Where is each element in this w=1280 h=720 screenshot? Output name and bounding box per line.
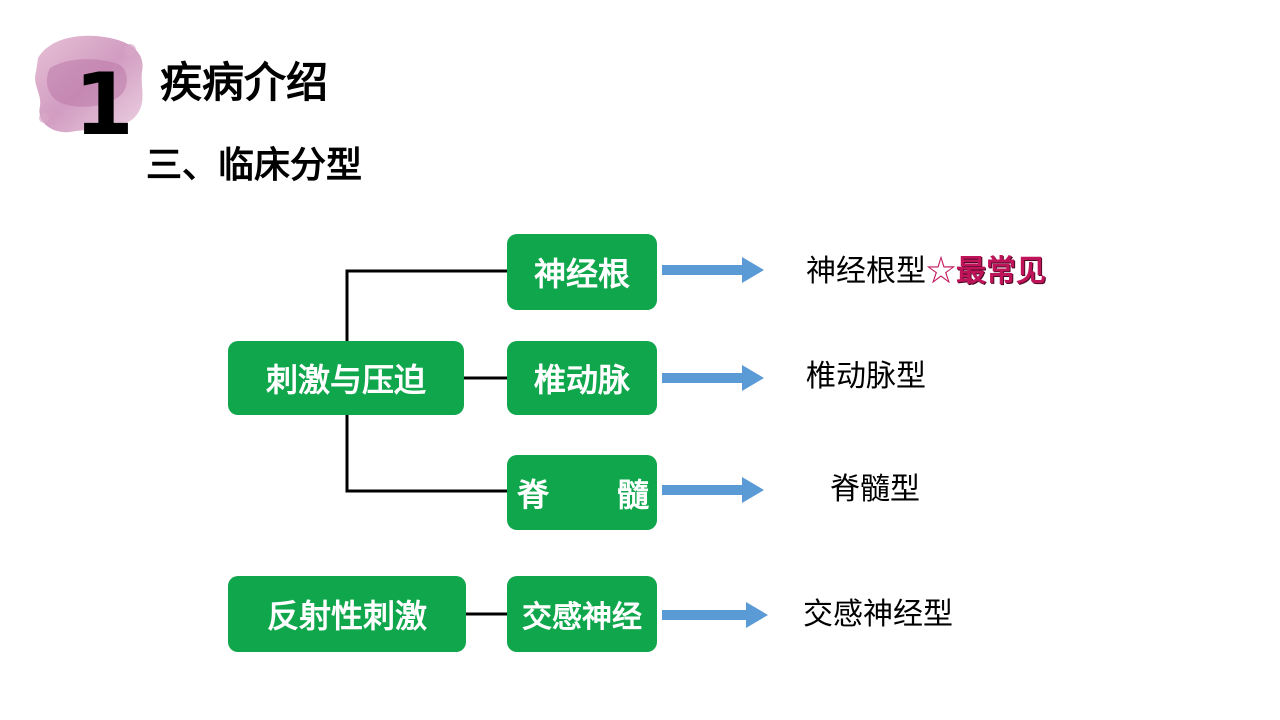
arrow-sympathetic: [662, 602, 768, 628]
structure-label-sympathetic: 交感神经: [522, 600, 642, 635]
structure-box-sympathetic[interactable]: 交感神经: [507, 576, 657, 652]
section-subtitle: 三、临床分型: [146, 145, 363, 186]
page-title: 疾病介绍: [160, 58, 329, 107]
arrow-vertebral-artery: [662, 365, 764, 391]
cause-box-reflex[interactable]: 反射性刺激: [228, 576, 466, 652]
branch-connector-top: [345, 269, 508, 345]
structure-label-spinal-cord-right: 髓: [616, 475, 649, 514]
structure-label-spinal-cord-left: 脊: [517, 475, 550, 514]
section-number-badge: 1: [30, 28, 150, 148]
section-number: 1: [74, 55, 134, 155]
arrow-spinal-cord: [662, 477, 764, 503]
type-label-spinal-cord: 脊髓型: [830, 472, 920, 507]
type-spinal-cord: 脊髓型: [830, 475, 920, 505]
cause-label-reflex: 反射性刺激: [266, 597, 427, 635]
cause-label-compression: 刺激与压迫: [265, 361, 426, 399]
structure-label-vertebral-artery: 椎动脉: [533, 361, 630, 399]
type-nerve-root: 神经根型☆最常见: [806, 257, 1046, 287]
structure-box-vertebral-artery[interactable]: 椎动脉: [507, 341, 657, 415]
branch-connector-bottom: [345, 414, 508, 493]
most-common-label: 最常见: [956, 254, 1046, 289]
type-label-nerve-root: 神经根型: [806, 254, 926, 289]
star-icon: ☆: [926, 254, 956, 289]
cause-box-compression[interactable]: 刺激与压迫: [228, 341, 464, 415]
watercolor-splash-icon: [35, 35, 143, 133]
type-label-vertebral-artery: 椎动脉型: [806, 359, 926, 394]
arrow-nerve-root: [662, 257, 764, 283]
structure-box-nerve-root[interactable]: 神经根: [507, 234, 657, 310]
type-vertebral-artery: 椎动脉型: [806, 362, 926, 392]
type-sympathetic: 交感神经型: [803, 600, 953, 630]
structure-label-nerve-root: 神经根: [533, 255, 630, 293]
type-label-sympathetic: 交感神经型: [803, 597, 953, 632]
structure-box-spinal-cord[interactable]: 脊 髓: [507, 455, 657, 530]
